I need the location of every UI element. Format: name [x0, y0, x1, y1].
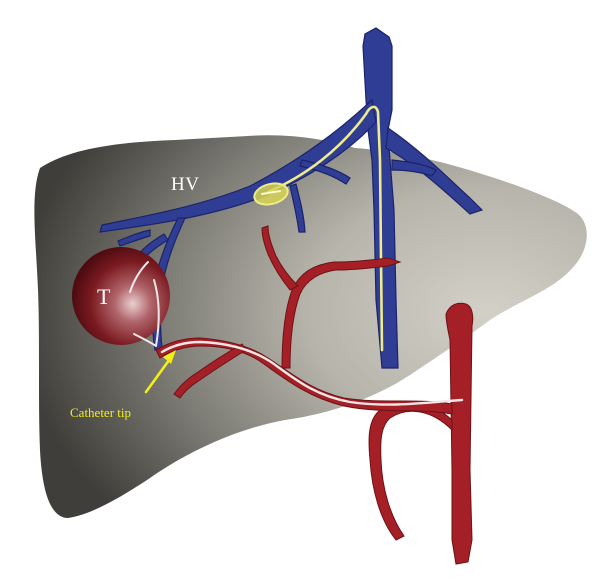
catheter-tip-label: Catheter tip — [70, 405, 132, 420]
catheter-marker — [253, 182, 289, 206]
hepatic-artery — [155, 225, 474, 565]
tumor — [72, 247, 170, 345]
tumor-label: T — [97, 284, 111, 309]
vein-catheter — [266, 105, 384, 352]
tumor-vessels — [129, 261, 160, 347]
catheter-tip-arrow — [144, 350, 176, 394]
artery-catheter — [160, 340, 464, 406]
hv-label: HV — [171, 174, 200, 195]
